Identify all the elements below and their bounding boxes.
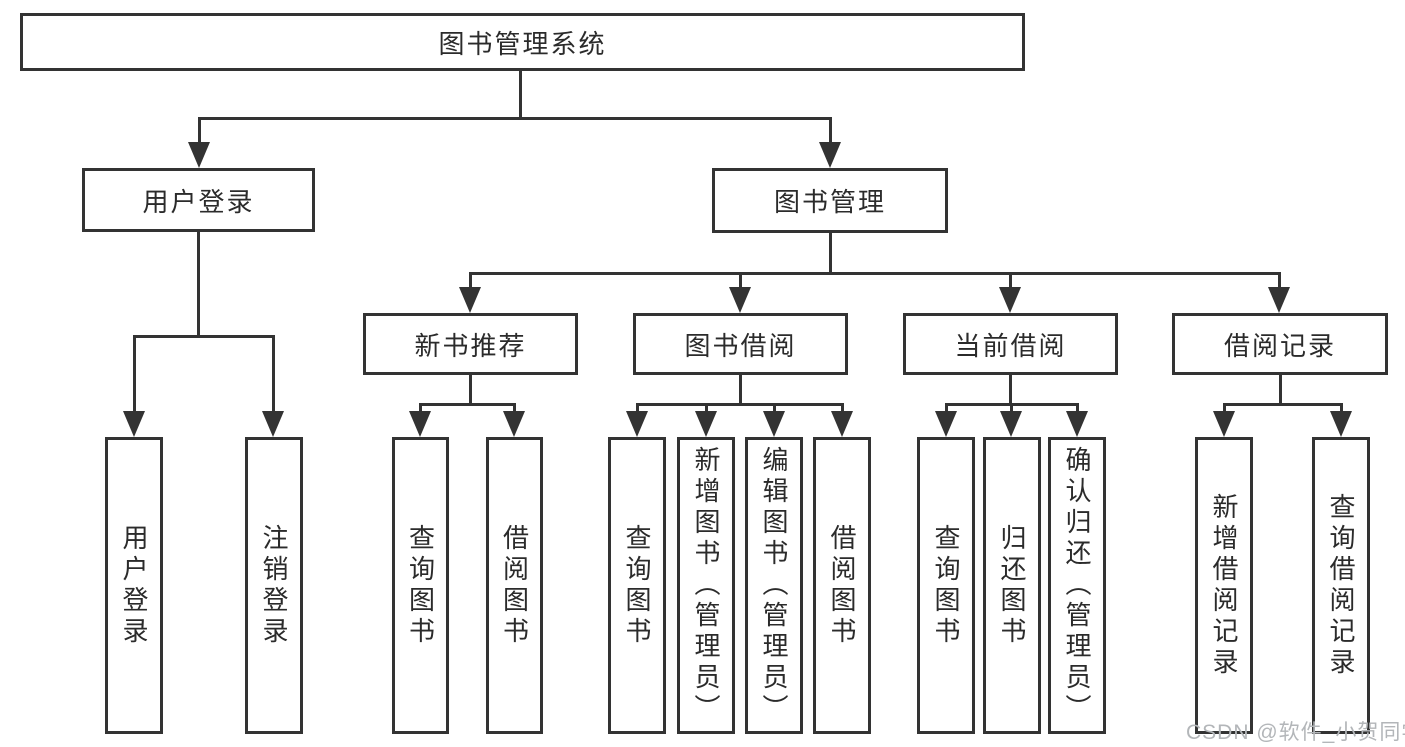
connector-line [198, 117, 831, 120]
connector-line [636, 403, 639, 412]
connector-line [519, 71, 522, 118]
leaf-query-borrow-record-label: 查询借阅记录 [1326, 492, 1356, 679]
leaf-logout: 注销登录 [245, 437, 303, 734]
connector-line [469, 272, 472, 288]
connector-line [469, 375, 472, 405]
connector-line [469, 272, 1281, 275]
node-user-login-label: 用户登录 [142, 186, 255, 217]
arrow-down-icon [409, 411, 431, 437]
arrow-down-icon [503, 411, 525, 437]
leaf-query-books-borrow-label: 查询图书 [622, 523, 652, 648]
leaf-edit-books-admin-label: 编辑图书（管理员） [759, 446, 789, 725]
connector-line [739, 375, 742, 405]
connector-line [1010, 403, 1013, 412]
arrow-down-icon [763, 411, 785, 437]
arrow-down-icon [1330, 411, 1352, 437]
arrow-down-icon [1066, 411, 1088, 437]
leaf-user-login-label: 用户登录 [119, 523, 149, 648]
leaf-borrow-books-recommend-label: 借阅图书 [499, 523, 530, 648]
leaf-return-books: 归还图书 [983, 437, 1041, 734]
node-book-management-label: 图书管理 [773, 187, 886, 217]
connector-line [133, 335, 136, 412]
connector-line [739, 272, 742, 288]
node-book-borrow-label: 图书借阅 [684, 330, 797, 361]
connector-line [829, 233, 832, 273]
connector-line [1340, 403, 1343, 412]
arrow-down-icon [123, 411, 145, 437]
node-book-management: 图书管理 [712, 168, 948, 233]
node-borrow-record: 借阅记录 [1172, 313, 1388, 375]
csdn-watermark: CSDN @软件_小贺同学 [1186, 721, 1405, 744]
connector-line [419, 403, 516, 406]
arrow-down-icon [831, 411, 853, 437]
leaf-add-borrow-record-label: 新增借阅记录 [1209, 492, 1239, 679]
connector-line [1223, 403, 1226, 412]
arrow-down-icon [935, 411, 957, 437]
leaf-query-books-borrow: 查询图书 [608, 437, 666, 734]
arrow-down-icon [626, 411, 648, 437]
connector-line [773, 403, 776, 412]
node-current-borrow: 当前借阅 [903, 313, 1118, 375]
leaf-query-books-recommend-label: 查询图书 [405, 523, 436, 648]
arrow-down-icon [262, 411, 284, 437]
node-current-borrow-label: 当前借阅 [954, 330, 1067, 361]
connector-line [1279, 375, 1282, 405]
connector-line [841, 403, 844, 412]
node-root-label: 图书管理系统 [438, 28, 607, 59]
leaf-query-borrow-record: 查询借阅记录 [1312, 437, 1370, 734]
connector-line [636, 403, 843, 406]
arrow-down-icon [819, 142, 841, 168]
connector-line [513, 403, 516, 412]
leaf-borrow-books: 借阅图书 [813, 437, 871, 734]
leaf-user-login: 用户登录 [105, 437, 163, 734]
leaf-add-books-admin-label: 新增图书（管理员） [691, 446, 721, 725]
leaf-borrow-books-recommend: 借阅图书 [486, 437, 543, 734]
connector-line [197, 232, 200, 336]
arrow-down-icon [188, 142, 210, 168]
connector-line [198, 117, 201, 144]
connector-line [945, 403, 948, 412]
node-user-login: 用户登录 [82, 168, 315, 232]
leaf-query-books-current: 查询图书 [917, 437, 975, 734]
arrow-down-icon [1213, 411, 1235, 437]
connector-line [829, 117, 832, 144]
arrow-down-icon [695, 411, 717, 437]
leaf-borrow-books-label: 借阅图书 [827, 523, 857, 648]
leaf-add-borrow-record: 新增借阅记录 [1195, 437, 1253, 734]
connector-line [272, 335, 275, 412]
connector-line [1278, 272, 1281, 288]
leaf-query-books-recommend: 查询图书 [392, 437, 449, 734]
connector-line [1009, 272, 1012, 288]
connector-line [1009, 375, 1012, 405]
arrow-down-icon [1000, 411, 1022, 437]
node-root: 图书管理系统 [20, 13, 1025, 71]
node-new-book-recommend: 新书推荐 [363, 313, 578, 375]
leaf-edit-books-admin: 编辑图书（管理员） [745, 437, 803, 734]
node-new-book-recommend-label: 新书推荐 [414, 330, 527, 361]
node-borrow-record-label: 借阅记录 [1223, 330, 1336, 361]
arrow-down-icon [729, 287, 751, 313]
arrow-down-icon [459, 287, 481, 313]
leaf-add-books-admin: 新增图书（管理员） [677, 437, 735, 734]
connector-line [419, 403, 422, 412]
connector-line [1076, 403, 1079, 412]
connector-line [133, 335, 274, 338]
leaf-logout-label: 注销登录 [259, 523, 289, 648]
arrow-down-icon [1268, 287, 1290, 313]
connector-line [705, 403, 708, 412]
connector-line [1223, 403, 1342, 406]
leaf-confirm-return-admin: 确认归还（管理员） [1048, 437, 1106, 734]
leaf-confirm-return-admin-label: 确认归还（管理员） [1062, 446, 1092, 725]
leaf-return-books-label: 归还图书 [997, 523, 1027, 648]
node-book-borrow: 图书借阅 [633, 313, 848, 375]
leaf-query-books-current-label: 查询图书 [931, 523, 961, 648]
arrow-down-icon [999, 287, 1021, 313]
